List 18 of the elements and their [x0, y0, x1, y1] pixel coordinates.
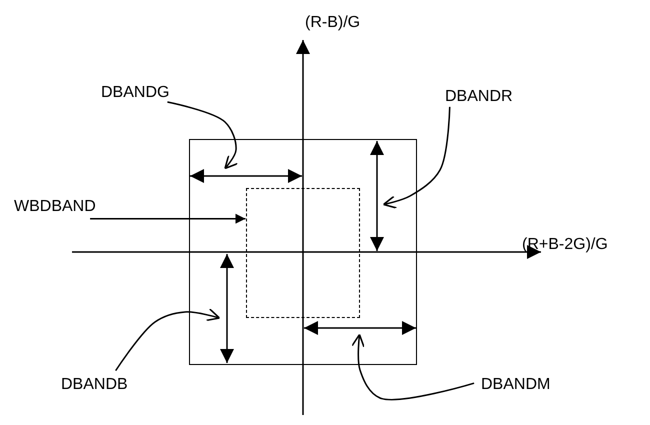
callout-label: DBANDG: [101, 84, 170, 102]
leader-line: [115, 308, 220, 372]
dimension-arrow: [370, 140, 384, 252]
callout-label: DBANDB: [61, 376, 128, 394]
callout-label: DBANDM: [481, 376, 550, 394]
dashed-region: [246, 188, 360, 318]
leader-line: [382, 106, 450, 209]
callout-label: DBANDR: [445, 88, 513, 106]
leader-line: [351, 334, 474, 400]
dimension-arrow: [302, 320, 416, 334]
axis-label: (R-B)/G: [305, 14, 360, 32]
square-region: [189, 139, 417, 365]
callout-label: WBDBAND: [14, 198, 96, 216]
dimension-arrow: [188, 168, 302, 182]
axis-label: (R+B-2G)/G: [522, 236, 608, 254]
leader-line: [90, 214, 246, 224]
leader-line: [167, 101, 238, 170]
dimension-arrow: [220, 252, 234, 364]
